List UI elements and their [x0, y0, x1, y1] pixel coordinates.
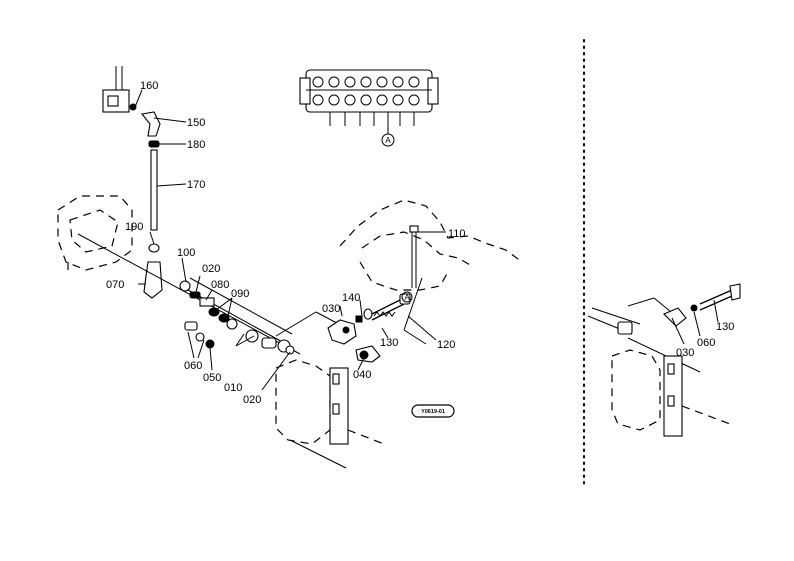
control-valve-assembly: A	[299, 69, 439, 147]
valve-callout-letter: A	[385, 136, 391, 145]
label-020-top: 020	[202, 263, 220, 275]
linkage-callout-letter: A	[404, 293, 410, 302]
label-010: 010	[224, 382, 242, 394]
left-housing	[57, 195, 133, 271]
bell-crank-070	[143, 261, 163, 299]
side-view-assembly	[587, 283, 741, 437]
linkage-callout-circle	[401, 291, 413, 303]
label-060: 060	[184, 360, 202, 372]
washer-190	[148, 243, 160, 253]
label-140: 140	[342, 292, 360, 304]
label-080: 080	[211, 279, 229, 291]
shaft-parts	[179, 280, 295, 355]
leader-lines	[134, 89, 719, 391]
label-170: 170	[187, 179, 205, 191]
reference-code: Y0619-01	[421, 409, 445, 415]
label-120: 120	[437, 339, 455, 351]
label-110: 110	[448, 228, 466, 240]
rod-170	[150, 149, 158, 231]
label-100: 100	[177, 247, 195, 259]
upper-bracket	[102, 66, 137, 113]
label-040: 040	[353, 369, 371, 381]
label-150: 150	[187, 117, 205, 129]
label-190: 190	[125, 221, 143, 233]
label-050: 050	[203, 372, 221, 384]
lower-bracket	[275, 359, 385, 469]
label-020-bottom: 020	[243, 394, 261, 406]
part-labels: 160 150 180 170 190 100 020 080 090 070 …	[106, 80, 734, 406]
right-housing	[339, 199, 523, 345]
label-060-side: 060	[697, 337, 715, 349]
label-160: 160	[140, 80, 158, 92]
label-130: 130	[380, 337, 398, 349]
label-130-side: 130	[716, 321, 734, 333]
lever-joint-part	[140, 111, 161, 137]
label-070: 070	[106, 279, 124, 291]
label-180: 180	[187, 139, 205, 151]
main-shaft	[77, 233, 351, 355]
reference-code-badge: Y0619-01	[411, 404, 455, 418]
clip-part	[148, 140, 160, 148]
label-030: 030	[322, 303, 340, 315]
label-090: 090	[231, 288, 249, 300]
label-030-side: 030	[676, 347, 694, 359]
